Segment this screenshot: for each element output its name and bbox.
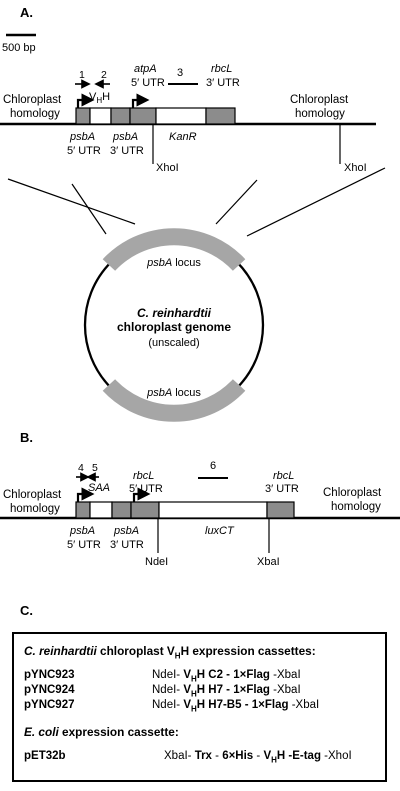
rbcl3-utr-label: 3′ UTR xyxy=(265,483,299,495)
genome-description: chloroplast genome xyxy=(117,320,231,334)
primer-5-label: 5 xyxy=(92,462,98,474)
cassette-description: NdeI- VHH H7 - 1×Flag -XbaI xyxy=(152,684,301,699)
b-chloro-homology-left-2: homology xyxy=(10,503,60,515)
psba-5utr-box xyxy=(75,107,91,125)
psba5-label: psbA xyxy=(69,131,95,143)
plasmid-name: pET32b xyxy=(24,750,66,762)
rbcl-3utr-box xyxy=(205,107,236,125)
panel-b-label: B. xyxy=(20,430,33,445)
chloro-homology-right-1: Chloroplast xyxy=(290,94,349,106)
vhh-label: VHH xyxy=(89,91,110,105)
locus-bottom-label: psbA locus xyxy=(146,387,201,399)
saa-label: SAA xyxy=(88,482,110,494)
rbcl5-label: rbcL xyxy=(133,470,154,482)
genome-name: C. reinhardtii xyxy=(137,306,212,320)
crossover-line-4 xyxy=(246,167,386,237)
genome-scale-note: (unscaled) xyxy=(148,337,199,349)
chloro-homology-left-2: homology xyxy=(10,108,60,120)
crossover-line-1 xyxy=(7,178,136,225)
luxct-label: luxCT xyxy=(205,525,235,537)
cassette-description: XbaI- Trx - 6×His - VHH -E-tag -XhoI xyxy=(164,750,352,765)
cassette-row-pync924: pYNC924 NdeI- VHH H7 - 1×Flag -XbaI xyxy=(24,683,377,698)
chloro-homology-left-1: Chloroplast xyxy=(3,94,62,106)
vhh-box xyxy=(89,107,112,125)
b-chloro-homology-left-1: Chloroplast xyxy=(3,489,62,501)
b-psba-3utr-box xyxy=(111,501,132,519)
cassette-row-pync927: pYNC927 NdeI- VHH H7-B5 - 1×Flag -XbaI xyxy=(24,698,377,713)
rbcl-5utr-box xyxy=(130,501,160,519)
kanr-box xyxy=(155,107,207,125)
plasmid-name: pYNC927 xyxy=(24,699,75,711)
plasmid-name: pYNC923 xyxy=(24,669,75,681)
b-psba-5utr-box xyxy=(75,501,91,519)
primer-6-label: 6 xyxy=(210,460,216,472)
psba-locus-top-arc xyxy=(102,228,246,271)
xhoi-site-1-label: XhoI xyxy=(156,162,179,174)
primer-3-label: 3 xyxy=(177,67,183,79)
locus-top-label: psbA locus xyxy=(146,257,201,269)
saa-box xyxy=(89,501,113,519)
primer-2-label: 2 xyxy=(101,69,107,81)
primer-1-label: 1 xyxy=(79,69,85,81)
cassette-description: NdeI- VHH C2 - 1×Flag -XbaI xyxy=(152,669,301,684)
promoter-arrow-2 xyxy=(131,93,150,108)
atpa-label: atpA xyxy=(134,63,157,75)
b-promoter-arrow-1 xyxy=(76,487,95,502)
panel-a-diagram: 500 bp 1 2 VHH atpA 5′ UTR 3 rbcL 3′ UTR… xyxy=(0,33,386,422)
promoter-arrow-1 xyxy=(76,93,95,108)
b-psba5-label: psbA xyxy=(69,525,95,537)
xhoi-site-2-label: XhoI xyxy=(344,162,367,174)
scale-bar-label: 500 bp xyxy=(2,42,36,54)
rbcl-label: rbcL xyxy=(211,63,232,75)
chloroplast-cassettes-heading: C. reinhardtii chloroplast VHH expressio… xyxy=(24,644,316,661)
panel-b-diagram: 4 5 SAA rbcL 5′ UTR 6 rbcL 3′ UTR Chloro… xyxy=(0,460,400,568)
b-psba3-utr-label: 3′ UTR xyxy=(110,539,144,551)
psba3-utr-label: 3′ UTR xyxy=(110,145,144,157)
rbcl3-label: rbcL xyxy=(273,470,294,482)
cassette-row-pet32b: pET32b XbaI- Trx - 6×His - VHH -E-tag -X… xyxy=(24,749,377,764)
psba-3utr-box xyxy=(110,107,131,125)
atpa-utr-label: 5′ UTR xyxy=(131,77,165,89)
atpa-5utr-box xyxy=(129,107,157,125)
plasmid-name: pYNC924 xyxy=(24,684,75,696)
luxct-box xyxy=(158,501,268,519)
primer-4-label: 4 xyxy=(78,462,84,474)
panel-c-label: C. xyxy=(20,603,33,618)
psba3-label: psbA xyxy=(112,131,138,143)
cassette-description: NdeI- VHH H7-B5 - 1×Flag -XbaI xyxy=(152,699,320,714)
b-chloro-homology-right-2: homology xyxy=(331,501,381,513)
ecoli-cassette-heading: E. coli expression cassette: xyxy=(24,725,179,739)
b-promoter-arrow-2 xyxy=(132,487,151,502)
psba5-utr-label: 5′ UTR xyxy=(67,145,101,157)
b-chloro-homology-right-1: Chloroplast xyxy=(323,487,382,499)
crossover-line-2 xyxy=(71,183,107,235)
panel-a-label: A. xyxy=(20,5,33,20)
ndei-label: NdeI xyxy=(145,556,168,568)
b-psba3-label: psbA xyxy=(113,525,139,537)
crossover-line-3 xyxy=(215,179,258,225)
rbcl-utr-label: 3′ UTR xyxy=(206,77,240,89)
cassette-row-pync923: pYNC923 NdeI- VHH C2 - 1×Flag -XbaI xyxy=(24,668,377,683)
psba-locus-bottom-arc xyxy=(102,379,246,422)
b-psba5-utr-label: 5′ UTR xyxy=(67,539,101,551)
expression-cassettes-box: C. reinhardtii chloroplast VHH expressio… xyxy=(12,632,387,782)
xbai-label: XbaI xyxy=(257,556,280,568)
kanr-label: KanR xyxy=(169,131,197,143)
b-rbcl-3utr-box xyxy=(266,501,295,519)
chloro-homology-right-2: homology xyxy=(295,108,345,120)
